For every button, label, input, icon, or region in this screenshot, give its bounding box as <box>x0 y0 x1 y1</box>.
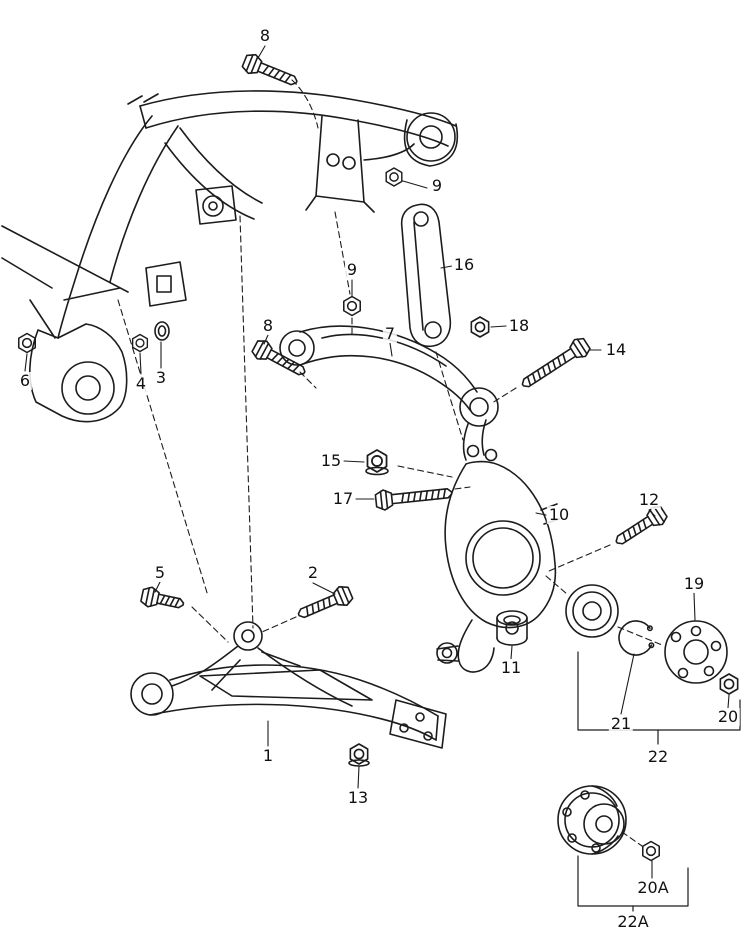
callout-6[interactable]: 6 <box>17 371 33 390</box>
callout-1[interactable]: 1 <box>260 746 276 765</box>
hub-flange-drawing <box>664 620 728 684</box>
callout-20[interactable]: 20 <box>715 707 741 726</box>
callout-8-top[interactable]: 8 <box>257 26 273 45</box>
washer-3-drawing <box>154 321 170 341</box>
callout-20a[interactable]: 20A <box>635 878 671 897</box>
callout-2[interactable]: 2 <box>305 563 321 582</box>
callout-11[interactable]: 11 <box>498 658 524 677</box>
callout-18[interactable]: 18 <box>506 316 532 335</box>
leader-lines <box>24 45 730 879</box>
bushing-stop-drawing <box>496 610 528 646</box>
link-strut-drawing <box>400 203 452 348</box>
wheel-bearing-drawing <box>565 584 619 638</box>
callout-14[interactable]: 14 <box>603 340 629 359</box>
callout-10[interactable]: 10 <box>546 505 572 524</box>
wheel-hub-assembly-drawing <box>557 785 627 855</box>
callout-3[interactable]: 3 <box>153 368 169 387</box>
callout-4[interactable]: 4 <box>133 374 149 393</box>
callout-12[interactable]: 12 <box>636 490 662 509</box>
callout-8-mid[interactable]: 8 <box>260 316 276 335</box>
callout-16[interactable]: 16 <box>451 255 477 274</box>
callout-22a[interactable]: 22A <box>615 912 651 931</box>
callout-5[interactable]: 5 <box>152 563 168 582</box>
callout-9-upper[interactable]: 9 <box>429 176 445 195</box>
nut-15-drawing <box>365 449 389 476</box>
bracket-22a-drawing <box>577 855 689 912</box>
rear-subframe-drawing <box>1 90 459 423</box>
callout-9-mid[interactable]: 9 <box>344 260 360 279</box>
callout-7[interactable]: 7 <box>382 324 398 343</box>
circlip-drawing <box>618 620 655 656</box>
assembly-axis-lines <box>117 79 663 847</box>
lower-control-arm-drawing <box>130 621 447 749</box>
callout-19[interactable]: 19 <box>681 574 707 593</box>
callout-17[interactable]: 17 <box>330 489 356 508</box>
wheel-bearing-housing-drawing <box>436 419 560 673</box>
callout-15[interactable]: 15 <box>318 451 344 470</box>
callout-22[interactable]: 22 <box>645 747 671 766</box>
callout-21[interactable]: 21 <box>608 714 634 733</box>
callout-13[interactable]: 13 <box>345 788 371 807</box>
